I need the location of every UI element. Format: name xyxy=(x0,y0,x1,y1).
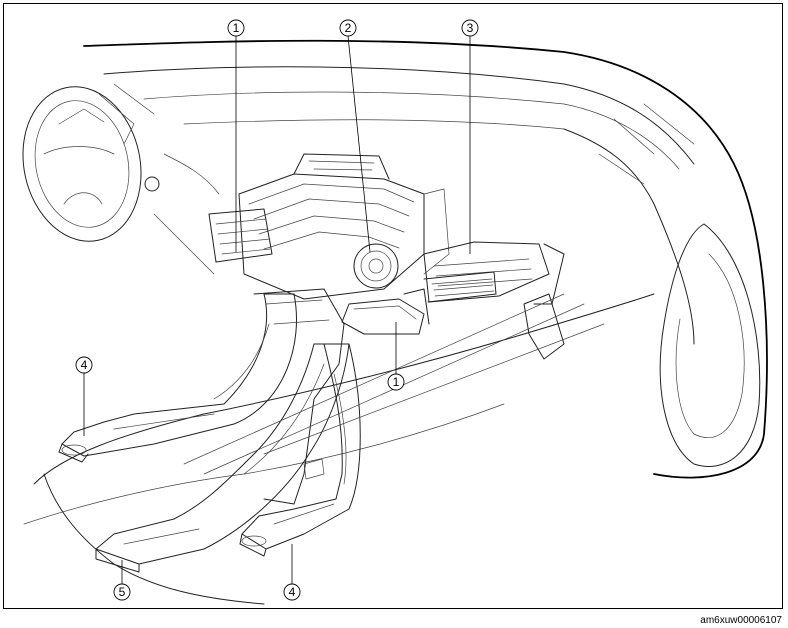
callout-4-bottom: 4 xyxy=(289,585,296,599)
steering-wheel xyxy=(22,83,155,242)
callout-5: 5 xyxy=(119,585,126,599)
callout-1-top: 1 xyxy=(233,21,240,35)
rear-heat-duct-right xyxy=(239,343,361,557)
front-wheel xyxy=(659,223,761,467)
callout-2: 2 xyxy=(345,21,352,35)
heater-unit xyxy=(238,153,450,300)
diagram-frame: 1 2 3 1 4 5 4 xyxy=(3,3,783,609)
callout-1-bottom: 1 xyxy=(393,375,400,389)
vent-grille-left xyxy=(208,208,273,263)
center-console xyxy=(253,288,345,505)
floor-contour xyxy=(33,293,655,485)
rear-heat-duct-left xyxy=(58,293,297,463)
hvac-duct-illustration: 1 2 3 1 4 5 4 xyxy=(22,19,768,605)
ignition-knob xyxy=(144,176,160,192)
dashboard-contour xyxy=(103,66,695,165)
callout-3: 3 xyxy=(467,21,474,35)
blower-fan xyxy=(353,243,399,289)
center-duct-bracket xyxy=(341,288,430,335)
callout-4-left: 4 xyxy=(81,358,88,372)
windshield-edge xyxy=(83,39,768,479)
figure-code: am6xuw00006107 xyxy=(700,615,782,626)
front-foot-duct xyxy=(95,343,350,573)
body-contour xyxy=(563,128,695,345)
vent-duct-right xyxy=(423,241,565,360)
